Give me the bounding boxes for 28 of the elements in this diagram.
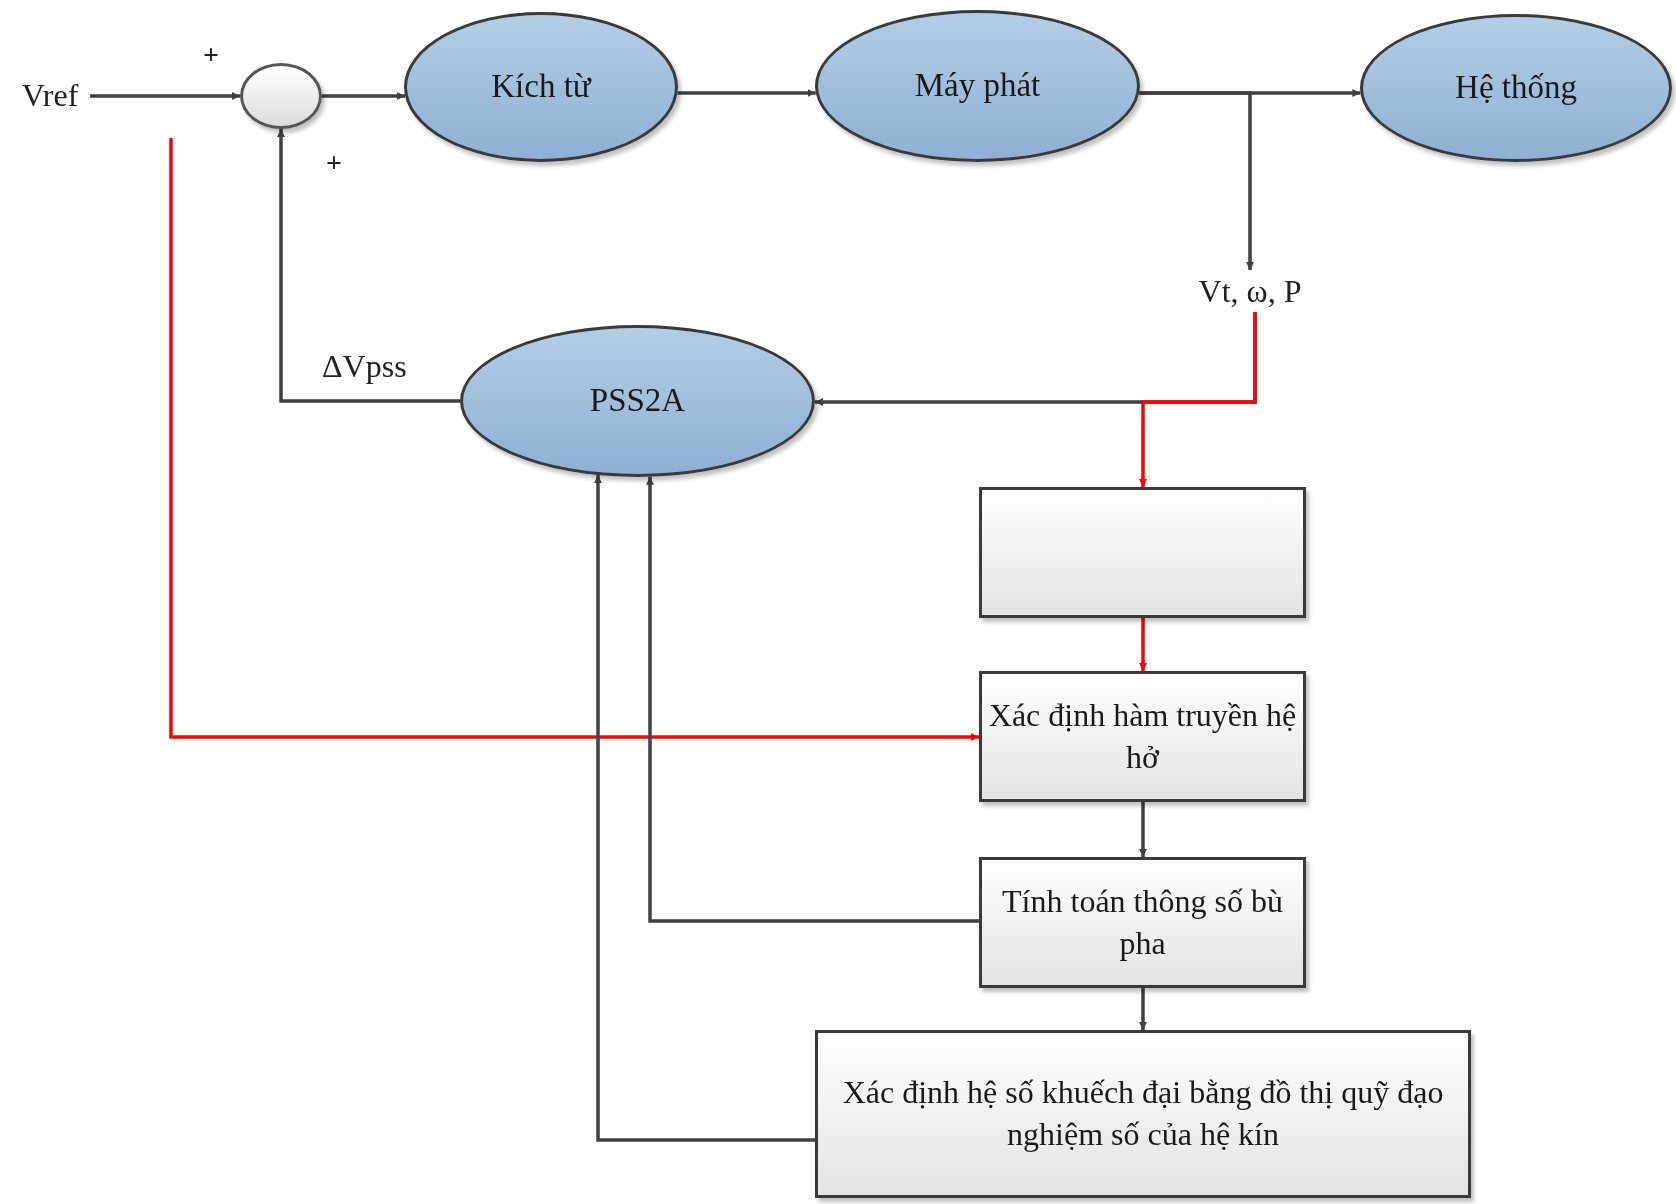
sign-label: + (203, 38, 219, 72)
node-text: Vref (21, 76, 79, 115)
node-text: Tính toán thông số bù pha (1001, 881, 1284, 963)
arrow (1139, 312, 1257, 487)
empty-box (979, 487, 1306, 618)
node-text: Xác định hàm truyền hệ hở (987, 695, 1298, 777)
arrow (1139, 91, 1254, 270)
arrow (1139, 988, 1147, 1030)
process-box (979, 671, 1306, 802)
arrow (1139, 618, 1147, 671)
node-text: Vt, ω, P (1198, 272, 1302, 311)
process-box (979, 857, 1306, 988)
node-text: PSS2A (589, 381, 686, 421)
node-text: Xác định hệ số khuếch đại bằng đồ thị quỹ đạo nghiệm số của hệ kín (841, 1073, 1445, 1154)
summing-junction (240, 63, 322, 129)
arrow (646, 476, 979, 923)
node-text: Máy phát (914, 66, 1041, 106)
node-text: Hệ thống (1455, 68, 1577, 108)
arrow (169, 138, 979, 741)
arrow (277, 129, 460, 403)
arrow (1139, 802, 1147, 857)
sign-label: + (326, 146, 342, 180)
arrow (322, 92, 405, 100)
arrow (594, 475, 815, 1142)
arrow (677, 89, 816, 97)
arrow (90, 92, 240, 100)
node-text: Kích từ (491, 67, 591, 107)
process-box (815, 1030, 1471, 1198)
